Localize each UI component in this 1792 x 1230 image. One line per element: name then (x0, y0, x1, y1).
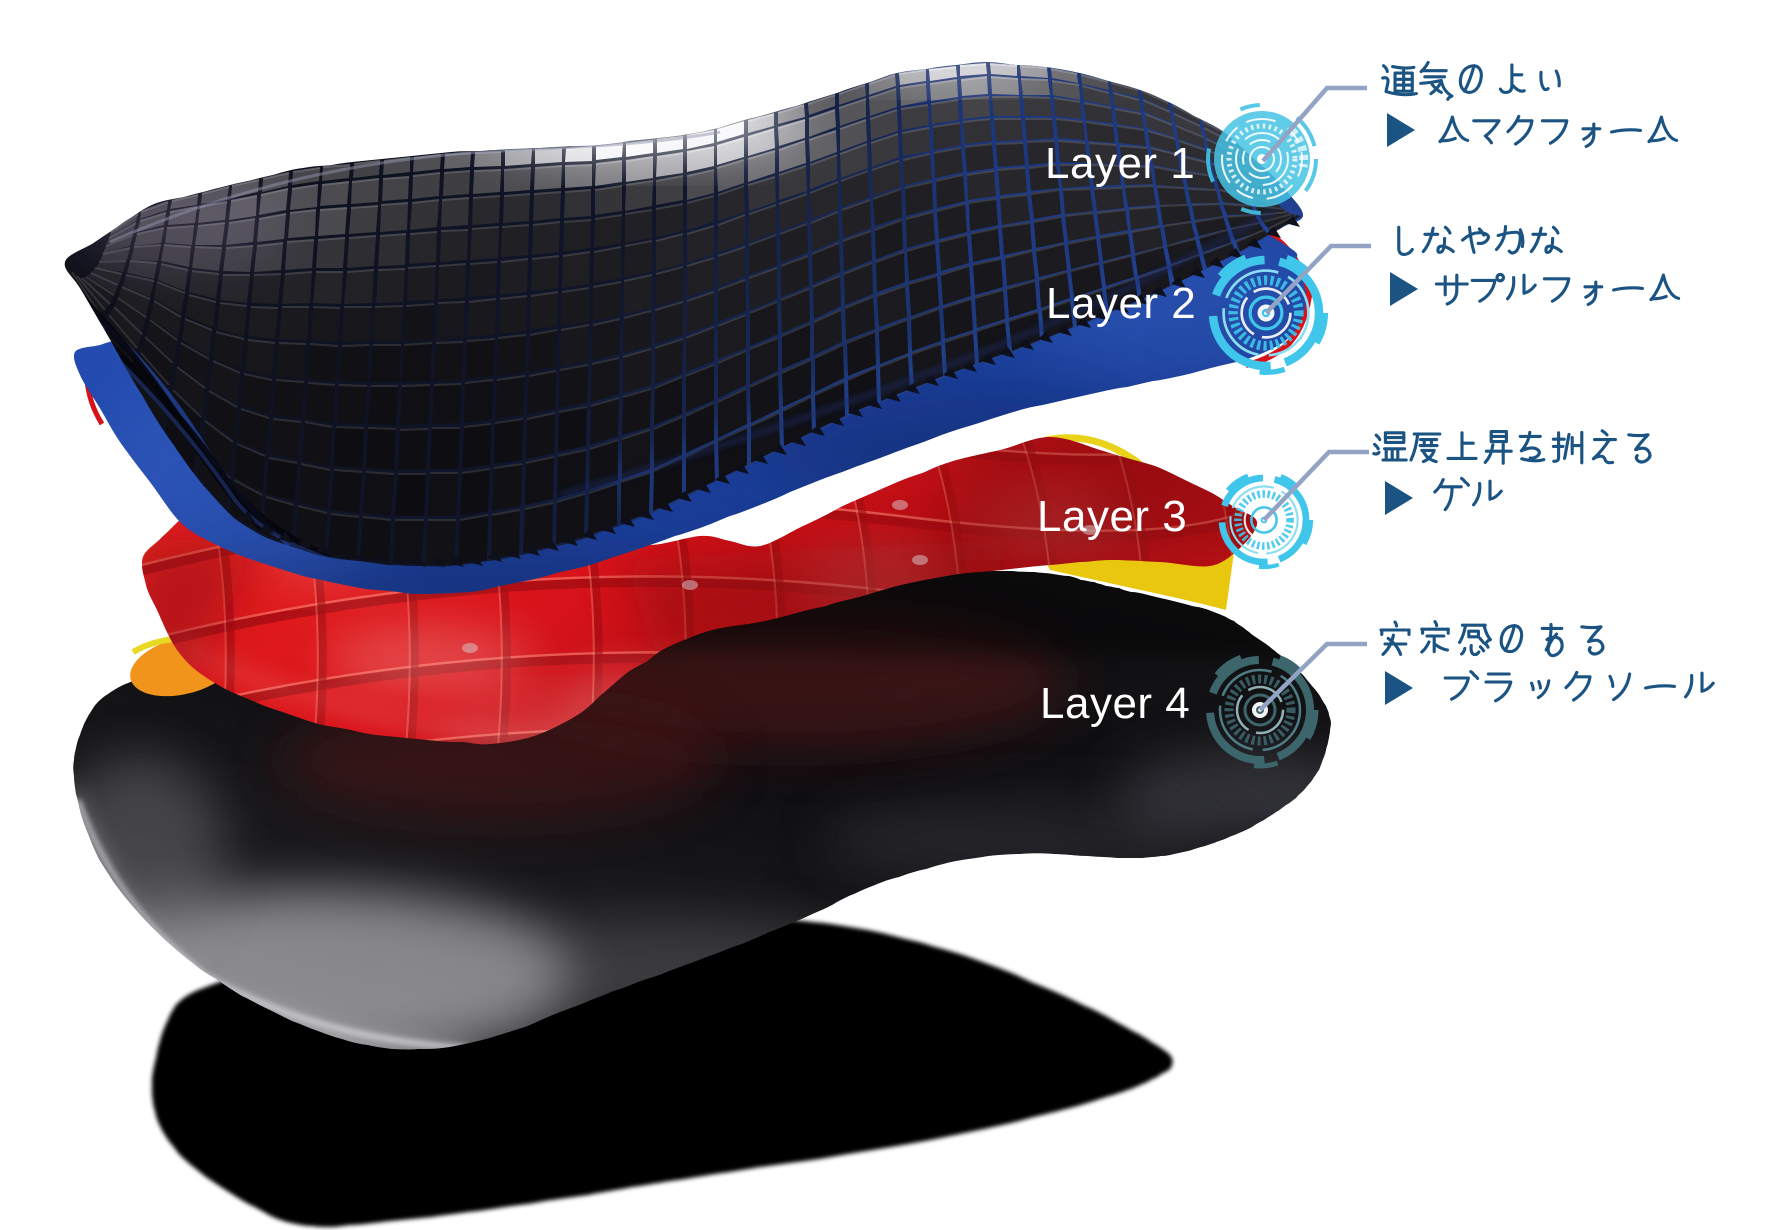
svg-text:Layer 1: Layer 1 (1045, 139, 1195, 188)
svg-text:Layer 4: Layer 4 (1040, 679, 1190, 728)
svg-text:Layer 2: Layer 2 (1046, 279, 1196, 328)
svg-text:Layer 3: Layer 3 (1037, 492, 1187, 541)
